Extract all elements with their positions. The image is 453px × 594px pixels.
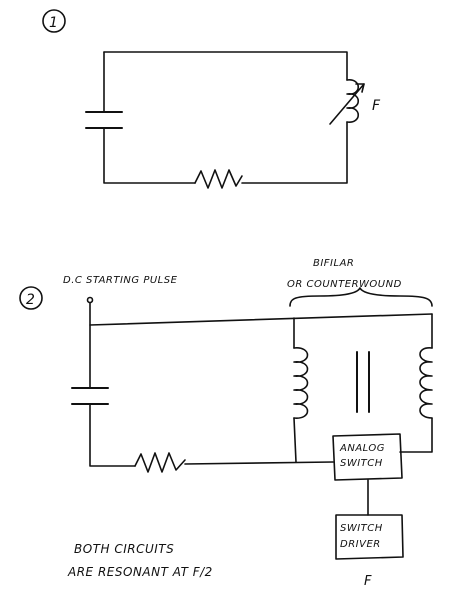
circuit-2-capacitor [71,387,109,405]
circuit-1-wire-top [103,51,348,81]
bifilar-coil-right-wire-bottom [399,417,433,453]
coil-coupling-capacitor [356,351,370,413]
circuit-1-number: 1 [49,15,58,31]
analog-switch-box: ANALOG SWITCH [332,433,403,481]
bifilar-label-line1: BIFILAR [313,258,354,269]
switch-driver-frequency-label: F [364,574,372,589]
bifilar-label-line2: OR COUNTERWOUND [287,279,402,290]
circuit-2: 2 D.C STARTING PULSE BIFILAR OR COUNTERW… [19,258,433,589]
switch-driver-line1: SWITCH [340,523,383,534]
analog-switch-line2: SWITCH [340,458,383,469]
circuit-1-wire-bottom-right [241,121,348,184]
circuit-1: 1 F [42,9,381,189]
bifilar-coil-left [293,347,309,419]
circuit-1-number-circle [42,9,66,33]
circuit-2-wire-top [89,313,433,326]
circuit-2-wire-left-bottom [89,403,136,467]
circuit-2-resistor [134,452,186,473]
circuit-1-frequency-label: F [372,98,381,114]
switch-driver-line2: DRIVER [340,539,381,550]
circuit-1-resistor [194,169,243,189]
circuit-1-variable-inductor [329,79,365,125]
note-line2: ARE RESONANT AT F/2 [67,565,213,579]
bifilar-coil-right [419,347,433,419]
note-line1: BOTH CIRCUITS [74,542,174,556]
circuit-2-number-circle [19,286,43,310]
dc-starting-pulse-label: D.C STARTING PULSE [63,275,178,286]
bifilar-coil-left-wire-bottom [293,417,297,463]
analog-switch-line1: ANALOG [339,443,385,454]
circuit-1-wire-left-bottom [103,127,196,184]
circuit-2-number: 2 [26,292,35,308]
bifilar-brace [289,287,433,307]
circuit-2-wire-bottom [184,461,334,465]
resonance-note: BOTH CIRCUITS ARE RESONANT AT F/2 [67,542,213,579]
circuit-1-capacitor [85,111,123,129]
switch-driver-box: SWITCH DRIVER [335,514,404,560]
pulse-input-terminal [86,296,94,304]
